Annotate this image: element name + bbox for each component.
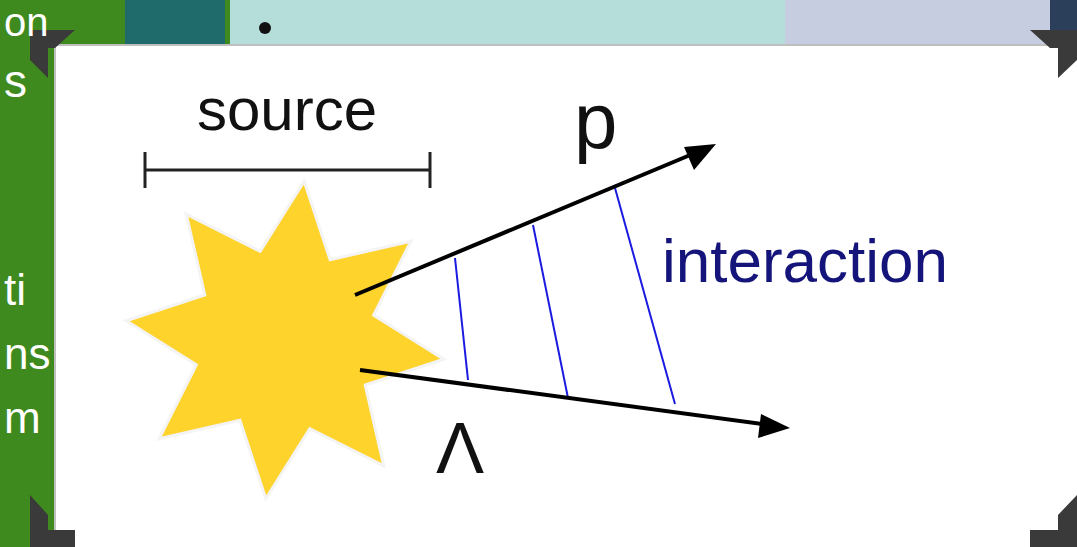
cut-slide-text: m — [4, 396, 41, 440]
corner — [30, 495, 75, 547]
source-bracket — [145, 152, 430, 188]
cut-slide-text: ti — [4, 268, 26, 312]
interaction-lines — [455, 188, 675, 404]
source-label: source — [197, 80, 377, 140]
lavender-panel — [785, 0, 1050, 50]
particle-label: p — [574, 82, 617, 160]
cut-slide-text: ns — [4, 332, 50, 376]
source-star — [126, 181, 444, 499]
particle-label: Λ — [436, 412, 484, 484]
bullet — [259, 22, 271, 34]
corner — [1030, 495, 1077, 547]
cut-slide-text: s — [4, 58, 27, 104]
white-panel — [55, 45, 1077, 547]
corner — [1030, 30, 1077, 78]
light-teal-panel — [230, 0, 785, 50]
interaction-label: interaction — [662, 230, 948, 292]
cut-slide-text: on — [4, 2, 49, 42]
